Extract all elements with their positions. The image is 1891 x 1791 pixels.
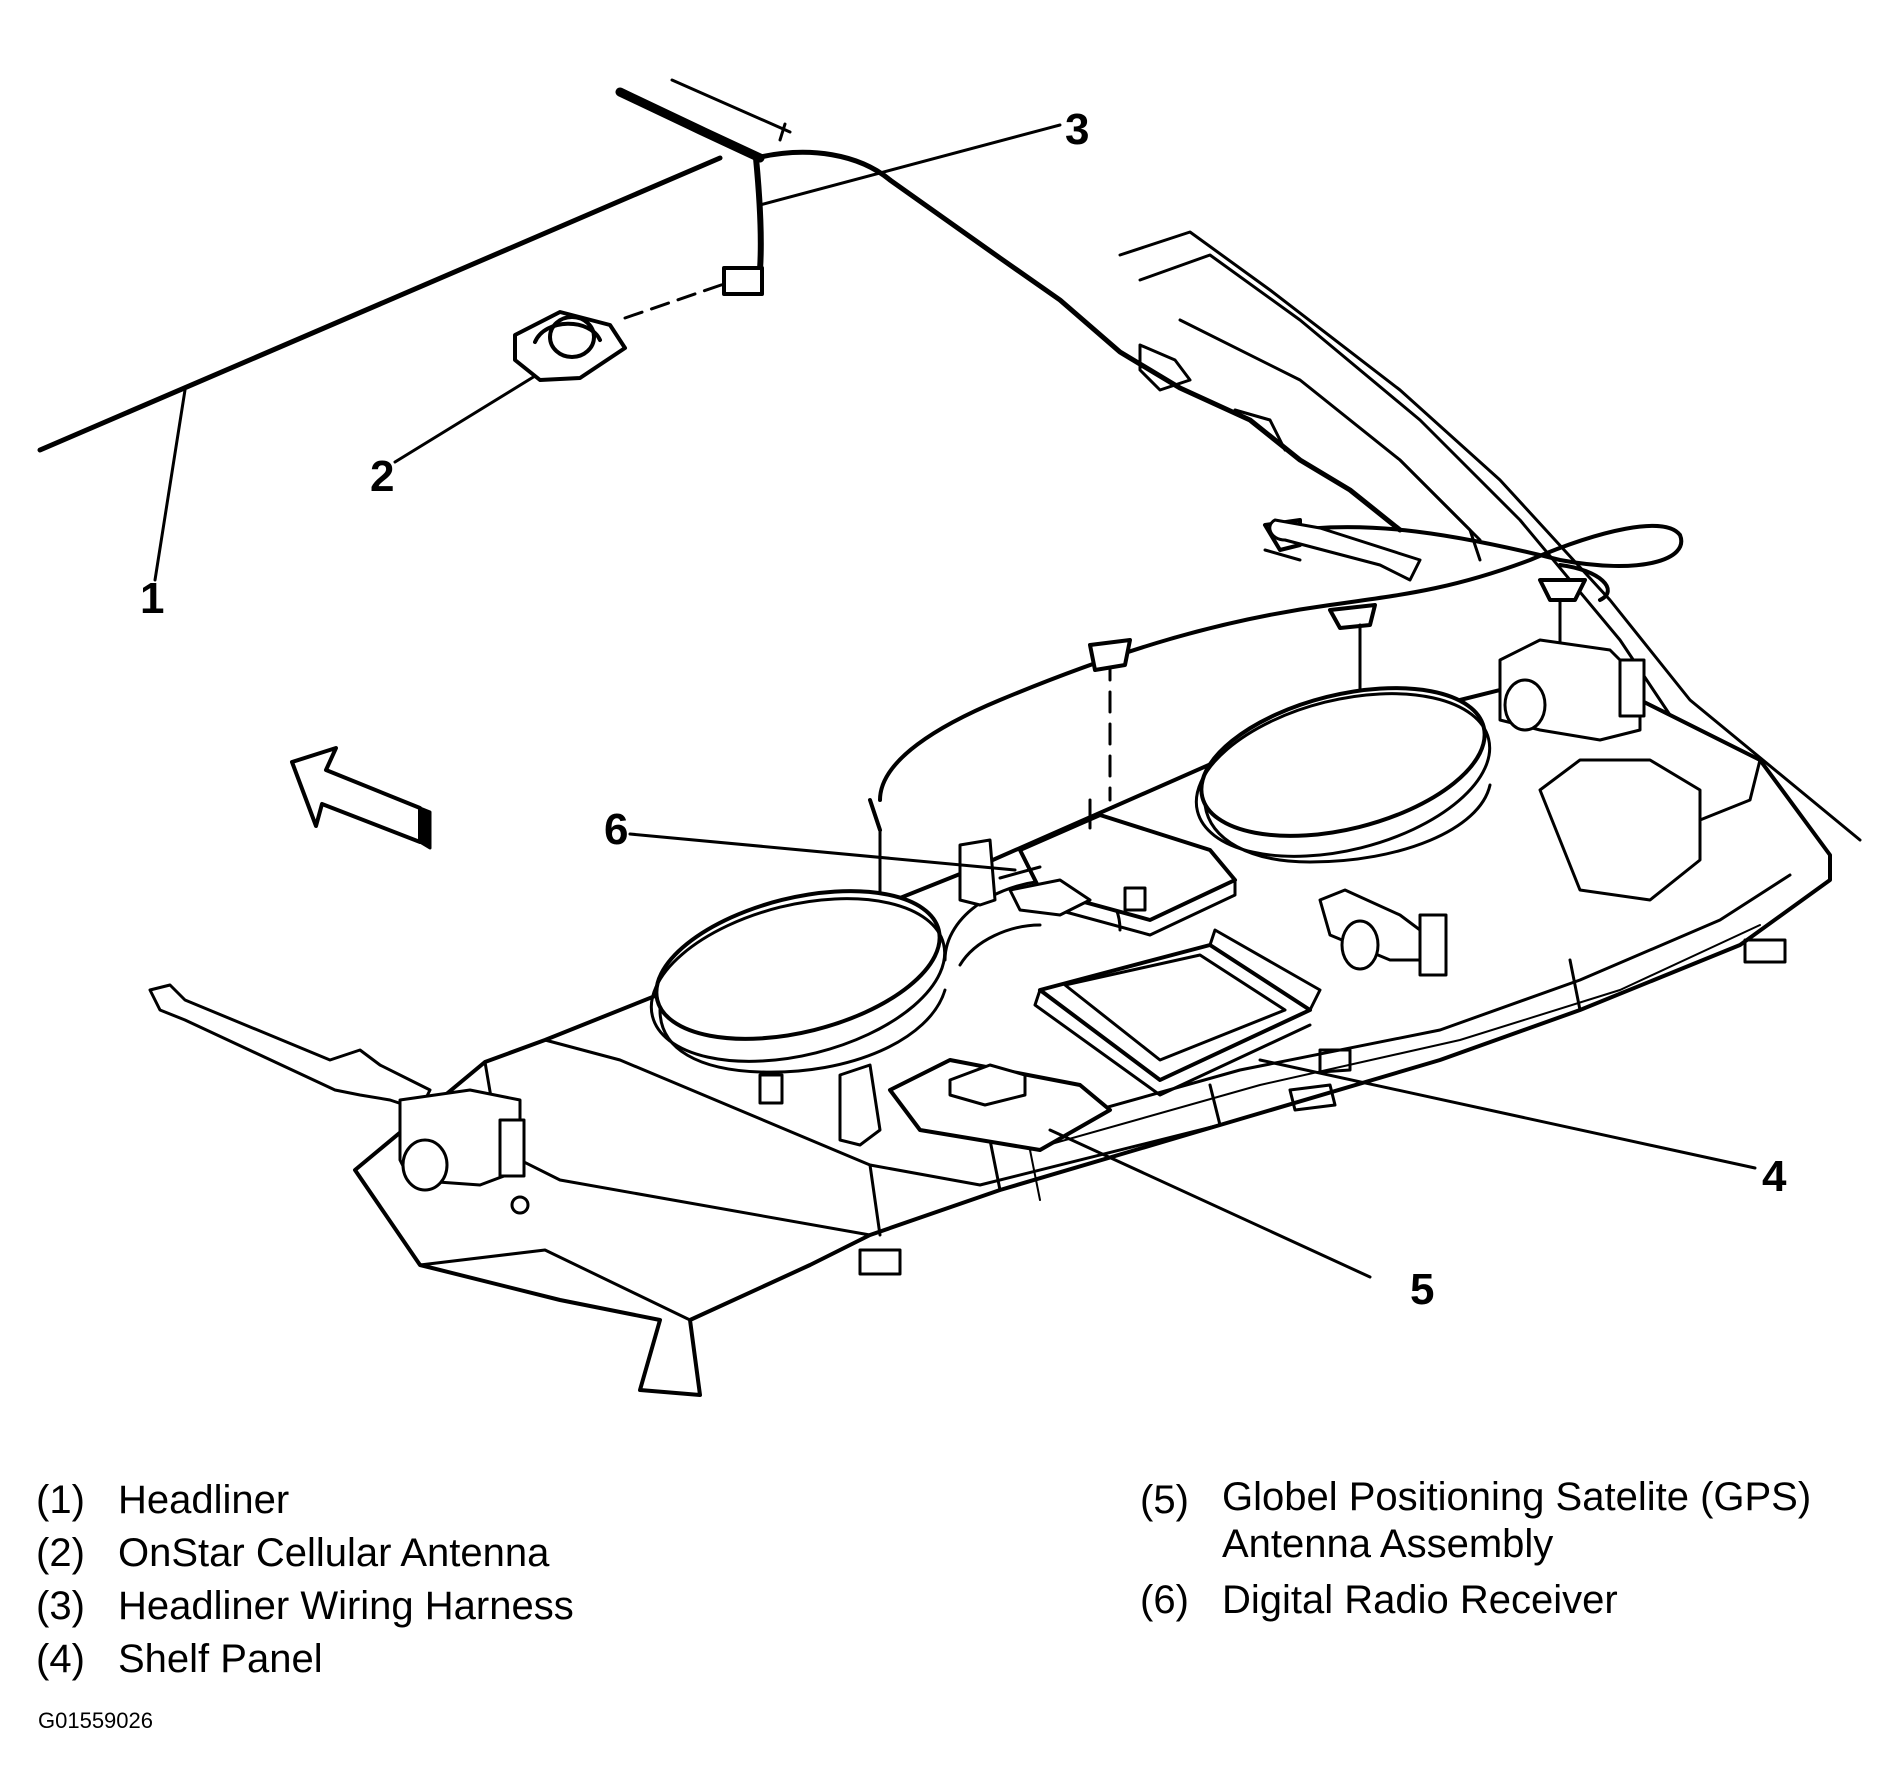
- left-speaker-drawing: [649, 889, 947, 1105]
- legend-text: Digital Radio Receiver: [1222, 1578, 1618, 1622]
- legend-item-2: (2) OnStar Cellular Antenna: [36, 1527, 574, 1580]
- legend-text: Headliner: [118, 1478, 290, 1522]
- legend-text: Headliner Wiring Harness: [118, 1584, 574, 1628]
- legend-text: Shelf Panel: [118, 1637, 323, 1681]
- legend-right: (5) Globel Positioning Satelite (GPS) An…: [1140, 1474, 1862, 1627]
- callout-6: 6: [604, 805, 629, 854]
- legend-text: OnStar Cellular Antenna: [118, 1531, 550, 1575]
- rear-pillar-drawing: [1118, 230, 1862, 842]
- callout-1: 1: [140, 574, 165, 623]
- legend-item-3: (3) Headliner Wiring Harness: [36, 1580, 574, 1633]
- callout-2: 2: [370, 452, 395, 501]
- legend-number: (5): [1140, 1478, 1189, 1522]
- onstar-antenna-drawing: [393, 310, 627, 464]
- legend-left: (1) Headliner (2) OnStar Cellular Antenn…: [36, 1474, 574, 1686]
- legend-item-1: (1) Headliner: [36, 1474, 574, 1527]
- digital-radio-receiver-drawing: [958, 798, 1237, 937]
- shelf-panel-drawing: [353, 678, 1832, 1397]
- legend-number: (2): [36, 1531, 85, 1575]
- left-seatbelt-drawing: [148, 983, 530, 1215]
- forward-arrow-drawing: [290, 746, 432, 850]
- figure-code: G01559026: [38, 1708, 153, 1733]
- legend-number: (3): [36, 1584, 85, 1628]
- legend-text: Globel Positioning Satelite (GPS) Antenn…: [1222, 1475, 1812, 1566]
- right-speaker-drawing: [1194, 686, 1492, 864]
- callout-5: 5: [1410, 1265, 1435, 1314]
- center-seatbelt-receptacle-drawing: [1318, 888, 1448, 977]
- headliner-drawing: [37, 155, 723, 582]
- legend-number: (6): [1140, 1578, 1189, 1622]
- leader-lines: [628, 832, 1757, 1170]
- legend-item-5: (5) Globel Positioning Satelite (GPS) An…: [1140, 1474, 1862, 1568]
- right-seatbelt-drawing: [1498, 638, 1646, 742]
- callout-3: 3: [1065, 105, 1090, 154]
- seatbelt-bracket-right-drawing: [1268, 518, 1422, 582]
- callout-4: 4: [1762, 1152, 1787, 1201]
- legend-item-6: (6) Digital Radio Receiver: [1140, 1574, 1862, 1627]
- legend-number: (1): [36, 1478, 85, 1522]
- legend-item-4: (4) Shelf Panel: [36, 1633, 574, 1686]
- center-opening-drawing: [1033, 928, 1322, 1097]
- headliner-wiring-harness-drawing: [615, 78, 1403, 533]
- legend-number: (4): [36, 1637, 85, 1681]
- gps-antenna-drawing: [838, 1058, 1372, 1279]
